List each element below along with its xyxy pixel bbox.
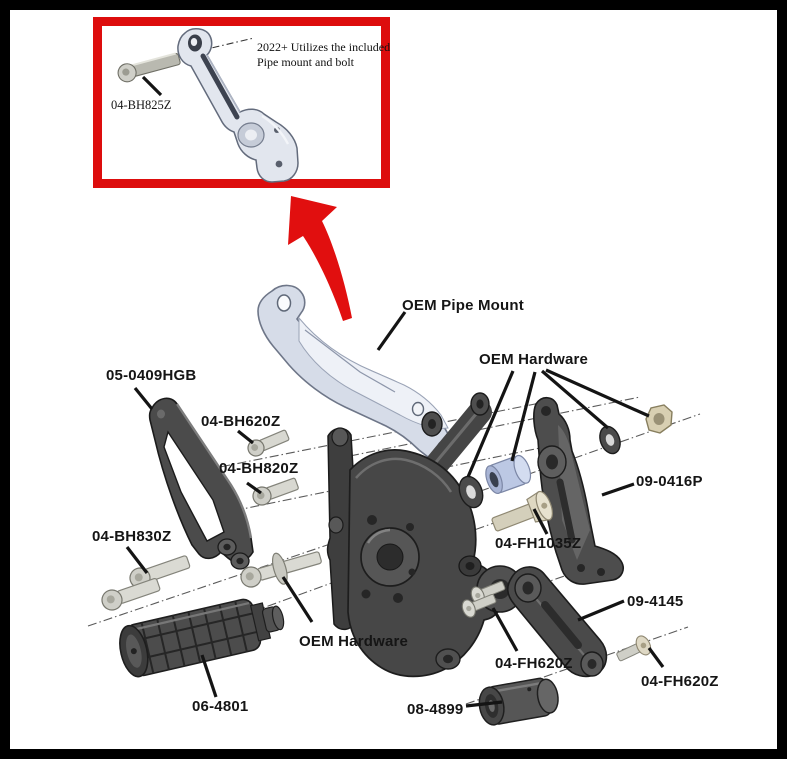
label-oem-hardware-lower: OEM Hardware (299, 633, 409, 650)
label-04-bh825z: 04-BH825Z (111, 98, 172, 112)
footpeg-part (119, 598, 285, 678)
leader-lines (125, 75, 665, 708)
spacer-4899-part (478, 677, 559, 726)
label-oem-pipe-mount: OEM Pipe Mount (402, 297, 524, 314)
label-09-0416p: 09-0416P (636, 473, 703, 490)
label-oem-hardware-upper: OEM Hardware (479, 351, 589, 368)
link-4145-part (506, 566, 608, 678)
label-04-bh830z: 04-BH830Z (92, 528, 172, 545)
label-04-fh620z-left: 04-FH620Z (495, 655, 573, 672)
label-06-4801: 06-4801 (192, 698, 249, 715)
label-09-4145: 09-4145 (627, 593, 684, 610)
label-04-bh620z: 04-BH620Z (201, 413, 281, 430)
label-08-4899: 08-4899 (407, 701, 464, 718)
label-04-bh820z: 04-BH820Z (219, 460, 299, 477)
inset-content (117, 28, 299, 183)
inset-note-line1: 2022+ Utilizes the included (257, 40, 391, 54)
oem-pipe-mount-part (257, 284, 457, 462)
main-bracket-part (326, 392, 524, 678)
callout-arrow (288, 196, 352, 321)
oem-hardware-group (458, 404, 673, 509)
inset-note-line2: Pipe mount and bolt (257, 55, 354, 69)
hardware-bolts (101, 429, 652, 662)
callout-box (93, 17, 390, 188)
label-04-fh1035z: 04-FH1035Z (495, 535, 582, 552)
label-05-0409hgb: 05-0409HGB (106, 367, 197, 384)
heel-guard-part (148, 397, 254, 570)
inset-note: 2022+ Utilizes the included Pipe mount a… (257, 40, 397, 70)
label-04-fh620z-right: 04-FH620Z (641, 673, 719, 690)
bracket-0416p-part (533, 396, 624, 585)
